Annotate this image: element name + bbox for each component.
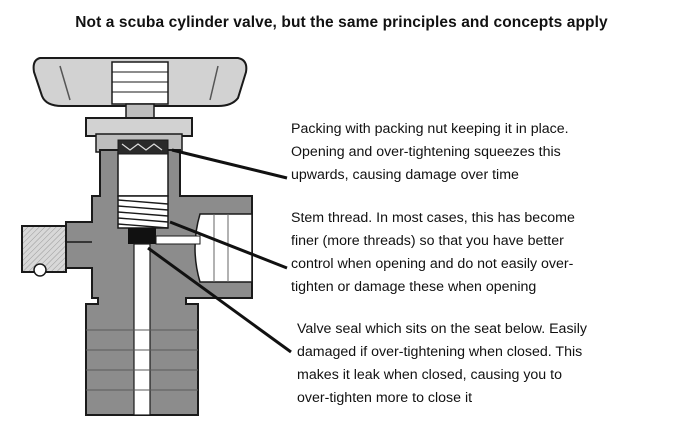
leader-valve-seal — [147, 246, 292, 354]
leader-stem-thread — [169, 220, 288, 270]
annotation-line: finer (more threads) so that you have be… — [291, 233, 564, 249]
leader-packing — [171, 148, 288, 180]
annotation-packing: Packing with packing nut keeping it in p… — [291, 118, 569, 187]
annotation-line: Valve seal which sits on the seat below.… — [297, 321, 587, 337]
stem-thread — [117, 195, 169, 229]
annotation-line: makes it leak when closed, causing you t… — [297, 367, 562, 383]
annotation-valve-seal: Valve seal which sits on the seat below.… — [297, 318, 587, 410]
annotation-line: control when opening and do not easily o… — [291, 256, 574, 272]
side-plug — [21, 225, 92, 277]
annotation-line: damaged if over-tightening when closed. … — [297, 344, 583, 360]
handwheel — [32, 57, 248, 107]
annotation-line: Stem thread. In most cases, this has bec… — [291, 210, 575, 226]
annotation-line: over-tighten more to close it — [297, 390, 473, 406]
annotation-line: Packing with packing nut keeping it in p… — [291, 121, 569, 137]
annotation-line: tighten or damage these when opening — [291, 279, 537, 295]
diagram-title: Not a scuba cylinder valve, but the same… — [75, 14, 608, 31]
annotation-stem-thread: Stem thread. In most cases, this has bec… — [291, 207, 575, 299]
annotation-line: upwards, causing damage over time — [291, 167, 519, 183]
valve-seal — [128, 228, 156, 244]
packing — [117, 139, 169, 155]
annotation-line: Opening and over-tightening squeezes thi… — [291, 144, 561, 160]
